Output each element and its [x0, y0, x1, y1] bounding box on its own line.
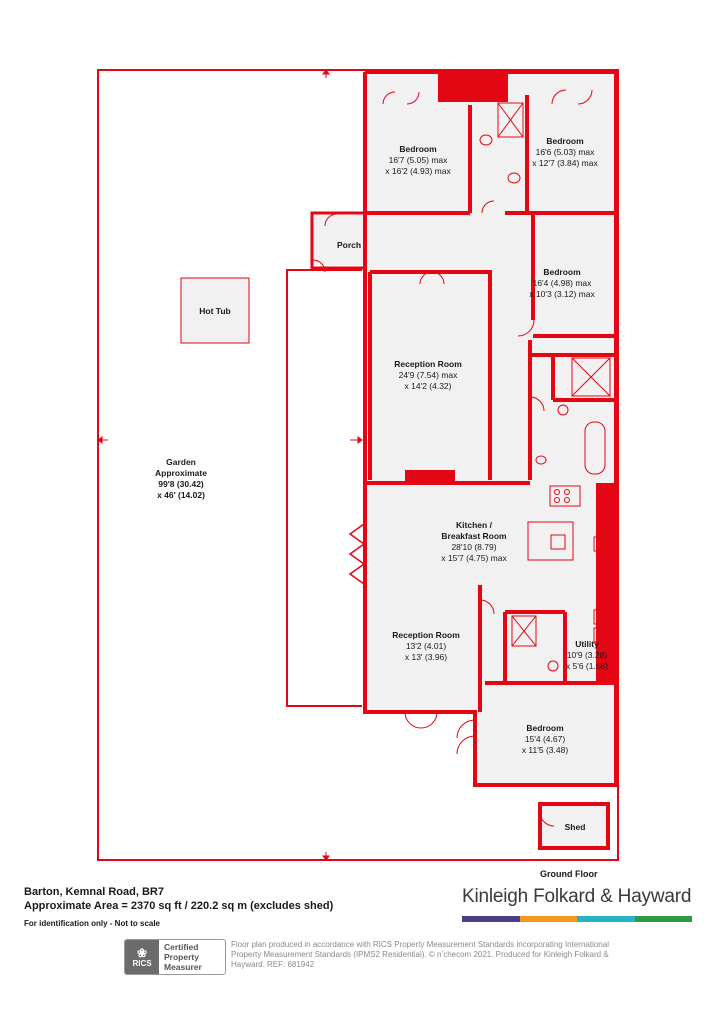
room-label-bedroom3: Bedroom 16'4 (4.98) max x 10'3 (3.12) ma…: [529, 267, 595, 299]
svg-text:24'9 (7.54) max: 24'9 (7.54) max: [399, 370, 459, 380]
disclaimer: For identification only - Not to scale: [24, 919, 161, 928]
svg-text:x 12'7 (3.84) max: x 12'7 (3.84) max: [532, 158, 598, 168]
svg-text:15'4 (4.67): 15'4 (4.67): [525, 734, 566, 744]
svg-text:99'8 (30.42): 99'8 (30.42): [158, 479, 204, 489]
door-swings: [312, 89, 593, 827]
hot-tub-outline: [180, 277, 250, 344]
svg-text:x 46' (14.02): x 46' (14.02): [157, 490, 205, 500]
rics-logo: ❀ RICS: [125, 940, 159, 974]
svg-text:Bedroom: Bedroom: [399, 144, 437, 154]
garden-dimension-arrows: [97, 69, 363, 861]
kitchen-fixtures: [527, 485, 609, 643]
svg-text:x 11'5 (3.48): x 11'5 (3.48): [522, 745, 569, 755]
rics-badge-text: Certified Property Measurer: [159, 942, 202, 972]
building-walls: [363, 70, 618, 787]
bifold-door: [348, 523, 366, 585]
agent-brand-bars: [462, 916, 692, 922]
porch-walls: [310, 211, 365, 270]
svg-text:Kitchen /: Kitchen /: [456, 520, 493, 530]
bathroom-fixtures: [479, 102, 611, 672]
svg-text:Porch: Porch: [337, 240, 361, 250]
svg-text:Reception Room: Reception Room: [392, 630, 460, 640]
svg-text:13'2 (4.01): 13'2 (4.01): [406, 641, 447, 651]
brand-bar-orange: [519, 916, 577, 922]
rics-line-3: Measurer: [164, 962, 202, 972]
rics-line-1: Certified: [164, 942, 199, 952]
svg-text:Breakfast Room: Breakfast Room: [441, 531, 507, 541]
property-info: Barton, Kemnal Road, BR7 Approximate Are…: [24, 885, 333, 928]
svg-text:x 16'2 (4.93) max: x 16'2 (4.93) max: [385, 166, 451, 176]
room-label-utility: Utility 10'9 (3.28) x 5'6 (1.68): [566, 639, 608, 671]
approximate-area: Approximate Area = 2370 sq ft / 220.2 sq…: [24, 900, 334, 912]
svg-text:x 13' (3.96): x 13' (3.96): [405, 652, 447, 662]
rics-certified-badge: ❀ RICS Certified Property Measurer: [124, 939, 226, 975]
svg-text:Bedroom: Bedroom: [543, 267, 581, 277]
svg-text:Bedroom: Bedroom: [546, 136, 584, 146]
rics-logo-text: RICS: [132, 958, 152, 968]
svg-text:Shed: Shed: [565, 822, 586, 832]
room-label-kitchen: Kitchen / Breakfast Room 28'10 (8.79) x …: [441, 520, 507, 563]
room-label-reception2: Reception Room 13'2 (4.01) x 13' (3.96): [392, 630, 460, 662]
room-label-hot-tub: Hot Tub: [199, 306, 230, 316]
rics-crest-icon: ❀: [136, 945, 148, 960]
svg-text:x 15'7 (4.75) max: x 15'7 (4.75) max: [441, 553, 507, 563]
shed-walls: [538, 802, 610, 850]
floor-label: Ground Floor: [540, 869, 598, 879]
room-label-garden: Garden Approximate 99'8 (30.42) x 46' (1…: [155, 457, 207, 500]
svg-text:x 10'3 (3.12) max: x 10'3 (3.12) max: [529, 289, 595, 299]
building-floor: [181, 73, 615, 848]
room-label-porch: Porch: [337, 240, 361, 250]
svg-text:28'10 (8.79): 28'10 (8.79): [451, 542, 496, 552]
room-label-bedroom1: Bedroom 16'7 (5.05) max x 16'2 (4.93) ma…: [385, 144, 451, 176]
rics-line-2: Property: [164, 952, 199, 962]
svg-text:10'9 (3.28): 10'9 (3.28): [567, 650, 608, 660]
room-label-shed: Shed: [565, 822, 586, 832]
svg-text:Garden: Garden: [166, 457, 196, 467]
room-label-bedroom2: Bedroom 16'6 (5.03) max x 12'7 (3.84) ma…: [532, 136, 598, 168]
svg-text:Reception Room: Reception Room: [394, 359, 462, 369]
floorplan-credits: Floor plan produced in accordance with R…: [231, 940, 609, 969]
svg-text:16'7 (5.05) max: 16'7 (5.05) max: [389, 155, 449, 165]
svg-text:16'6 (5.03) max: 16'6 (5.03) max: [536, 147, 596, 157]
svg-text:Approximate: Approximate: [155, 468, 207, 478]
wall-blocks: [405, 72, 616, 683]
svg-text:x 14'2 (4.32): x 14'2 (4.32): [405, 381, 452, 391]
room-label-bedroom4: Bedroom 15'4 (4.67) x 11'5 (3.48): [522, 723, 569, 755]
svg-text:Hot Tub: Hot Tub: [199, 306, 230, 316]
brand-bar-teal: [577, 916, 635, 922]
floor-plan: Bedroom 16'7 (5.05) max x 16'2 (4.93) ma…: [97, 69, 619, 861]
svg-text:Bedroom: Bedroom: [526, 723, 564, 733]
svg-text:x 5'6 (1.68): x 5'6 (1.68): [566, 661, 608, 671]
svg-text:16'4 (4.98) max: 16'4 (4.98) max: [533, 278, 593, 288]
room-label-reception1: Reception Room 24'9 (7.54) max x 14'2 (4…: [394, 359, 462, 391]
brand-bar-green: [634, 916, 692, 922]
svg-text:Utility: Utility: [575, 639, 599, 649]
agent-logo-text: Kinleigh Folkard & Hayward: [462, 886, 692, 907]
brand-bar-purple: [462, 916, 520, 922]
property-address: Barton, Kemnal Road, BR7: [24, 886, 164, 898]
